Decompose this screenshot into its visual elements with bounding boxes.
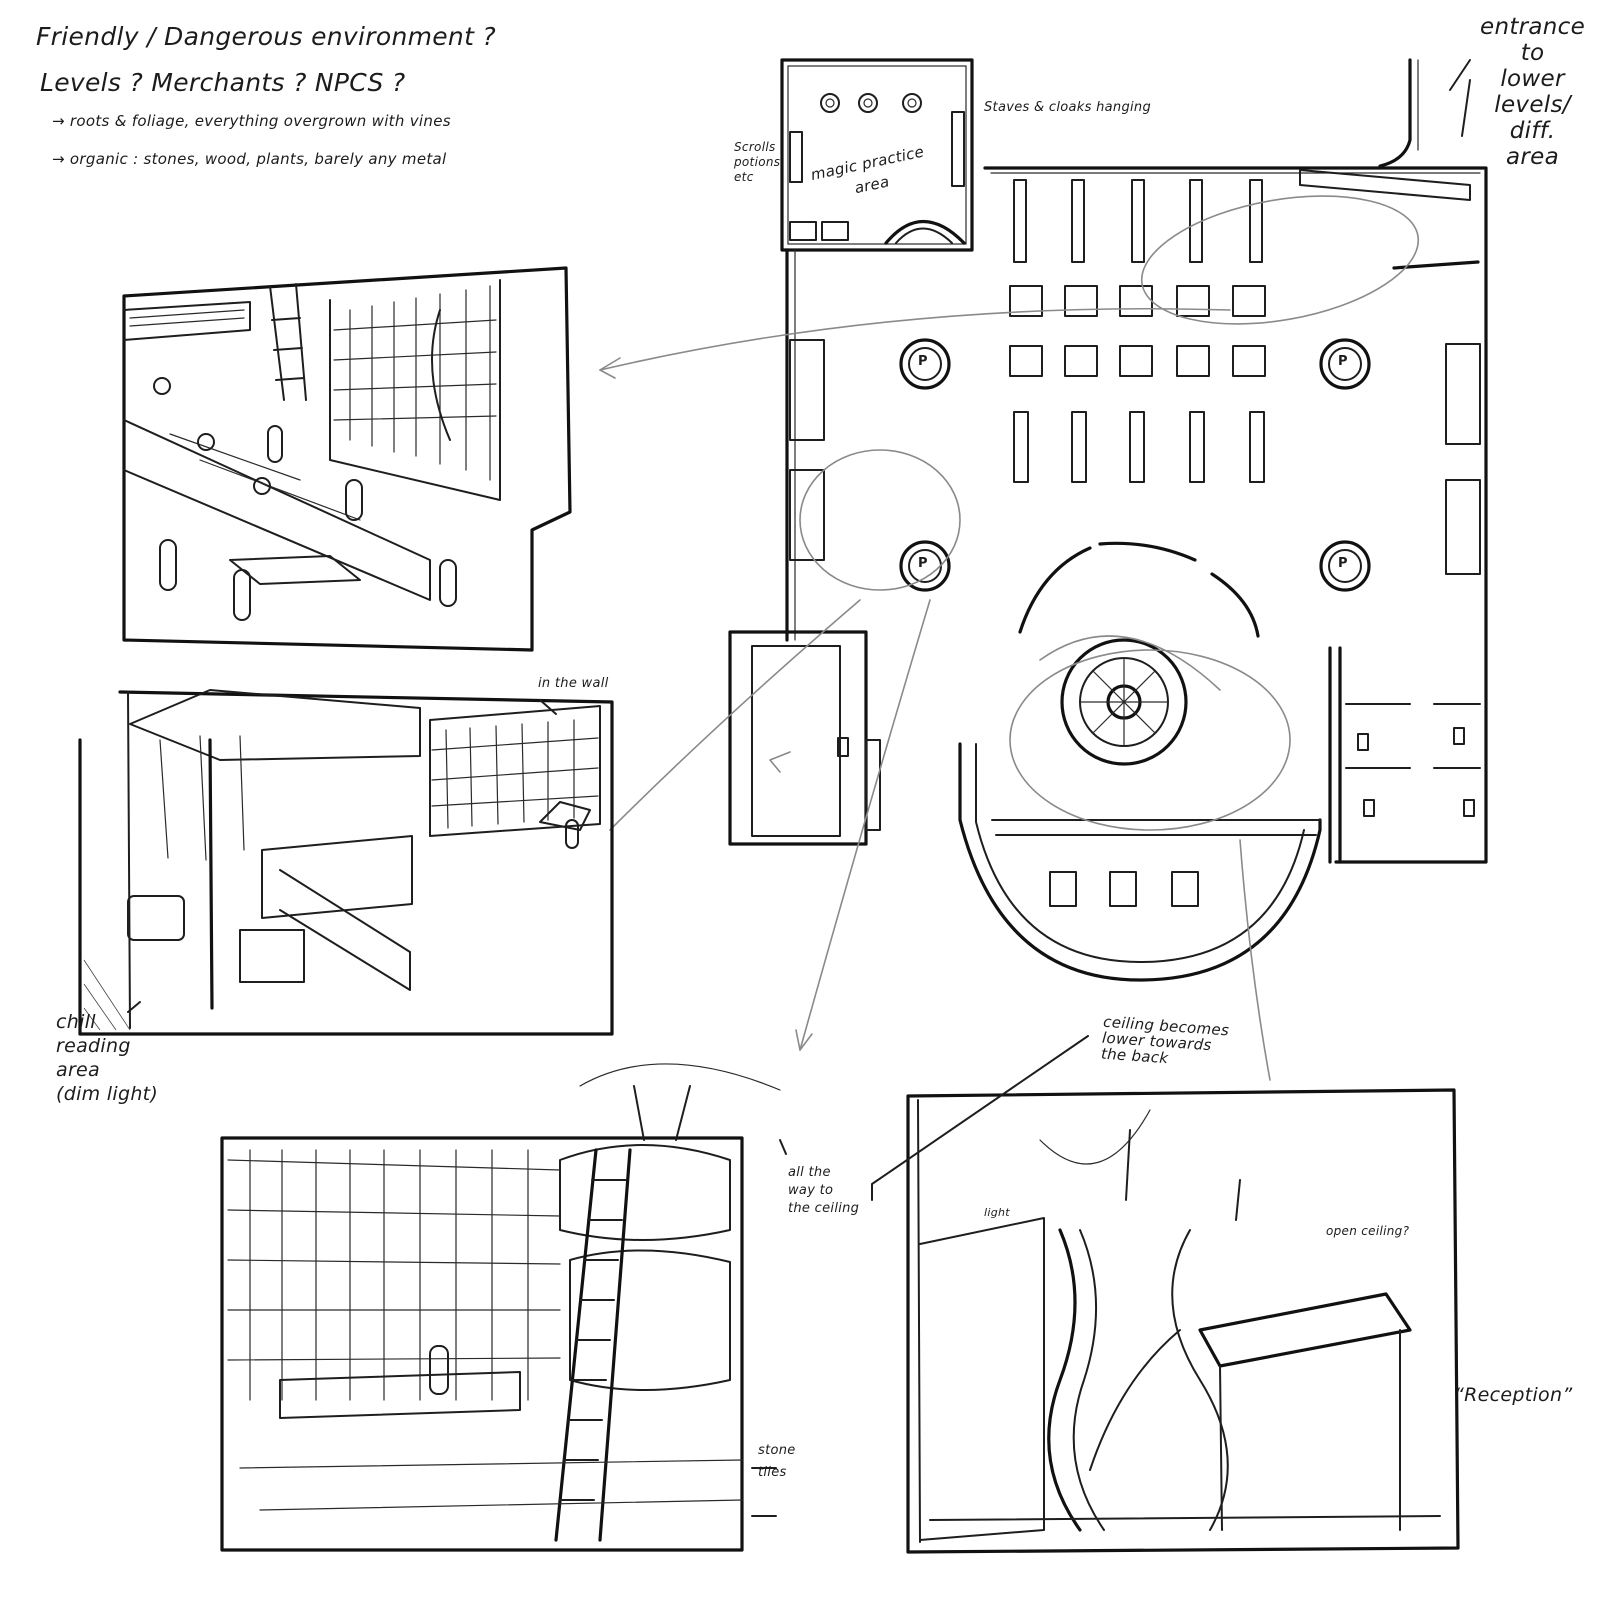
label-entrance: entrance to lower levels/ diff. area	[1480, 14, 1586, 170]
pillar-mark-4: P	[1338, 556, 1348, 571]
ceiling-pointer	[871, 1035, 1089, 1201]
label-light: light	[984, 1206, 1010, 1219]
pillar-mark-1: P	[918, 354, 928, 369]
sketch-library-hall	[122, 266, 572, 652]
label-ceiling-lower: ceiling becomes lower towards the back	[1100, 1012, 1230, 1068]
floor-plan	[728, 58, 1488, 982]
sketch-ladder-tower	[220, 1063, 781, 1552]
sketch-reception	[906, 1088, 1460, 1554]
label-scrolls: Scrolls potions etc	[734, 140, 781, 184]
label-in-the-wall: in the wall	[538, 676, 609, 691]
pillar-mark-3: P	[918, 556, 928, 571]
label-chill-reading: chill reading area (dim light)	[56, 1011, 159, 1105]
header-note-levels: Levels ? Merchants ? NPCS ?	[40, 68, 406, 97]
bullet-note-organic: → organic : stones, wood, plants, barely…	[52, 150, 447, 168]
arrow-to-sketch-1	[599, 307, 1231, 371]
pillar-mark-2: P	[1338, 354, 1348, 369]
bullet-note-roots: → roots & foliage, everything overgrown …	[52, 112, 451, 130]
label-staves: Staves & cloaks hanging	[984, 100, 1151, 115]
label-open-ceiling: open ceiling?	[1326, 1224, 1410, 1238]
label-all-the-way: all the way to the ceiling	[788, 1165, 860, 1216]
sketch-reading-nook	[78, 689, 614, 1036]
label-stone-tiles: stone tiles	[758, 1443, 796, 1480]
header-note-environment: Friendly / Dangerous environment ?	[36, 22, 496, 51]
label-reception: “Reception”	[1454, 1384, 1573, 1406]
